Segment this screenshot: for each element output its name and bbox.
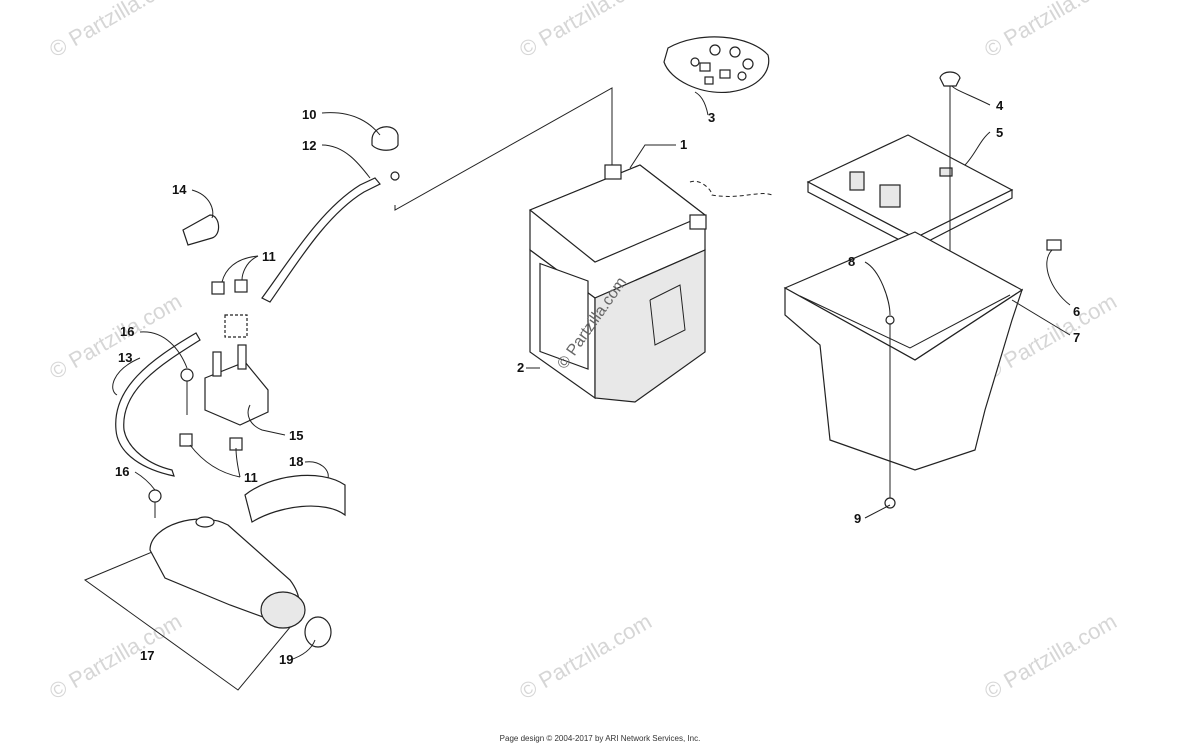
callout-2: 2 [517, 360, 524, 375]
callout-8: 8 [848, 254, 855, 269]
callout-3: 3 [708, 110, 715, 125]
battery: © Partzilla.com [528, 164, 773, 403]
starter-solenoid [204, 314, 269, 426]
callout-16a: 16 [120, 324, 134, 339]
retainer-knob [939, 71, 961, 100]
callout-14: 14 [172, 182, 187, 197]
watermark: © Partzilla.com [45, 609, 186, 705]
watermark: © Partzilla.com [980, 0, 1121, 62]
callout-11b: 11 [244, 470, 258, 485]
heat-shield [244, 474, 346, 523]
callout-15: 15 [289, 428, 303, 443]
callout-19: 19 [279, 652, 293, 667]
screw [885, 315, 895, 500]
negative-cable [115, 332, 201, 477]
terminal-boot-2 [182, 214, 220, 246]
battery-bracket [806, 100, 1014, 300]
callout-5: 5 [996, 125, 1003, 140]
battery-box [783, 231, 1062, 471]
watermark: © Partzilla.com [45, 289, 186, 385]
callout-7: 7 [1073, 330, 1080, 345]
callouts: 1 2 3 4 5 6 7 8 9 10 11 11 12 13 14 15 1… [115, 98, 1080, 667]
nut [884, 497, 896, 509]
bolts [148, 368, 194, 518]
hardware-bag [663, 36, 770, 93]
watermark: © Partzilla.com [515, 609, 656, 705]
connection-line [394, 87, 613, 211]
callout-16b: 16 [115, 464, 129, 479]
callout-12: 12 [302, 138, 316, 153]
positive-cable [261, 177, 381, 303]
callout-11a: 11 [262, 249, 276, 264]
nuts [179, 279, 248, 451]
callout-13: 13 [118, 350, 132, 365]
page-footer: Page design © 2004-2017 by ARI Network S… [499, 734, 701, 743]
callout-1: 1 [680, 137, 687, 152]
callout-9: 9 [854, 511, 861, 526]
o-ring [304, 616, 332, 648]
leader-lines [112, 85, 1071, 661]
watermark: © Partzilla.com [45, 0, 186, 62]
callout-18: 18 [289, 454, 303, 469]
callout-4: 4 [996, 98, 1004, 113]
callout-10: 10 [302, 107, 316, 122]
callout-17: 17 [140, 648, 154, 663]
watermark: © Partzilla.com [515, 0, 656, 62]
watermark: © Partzilla.com [980, 609, 1121, 705]
callout-6: 6 [1073, 304, 1080, 319]
